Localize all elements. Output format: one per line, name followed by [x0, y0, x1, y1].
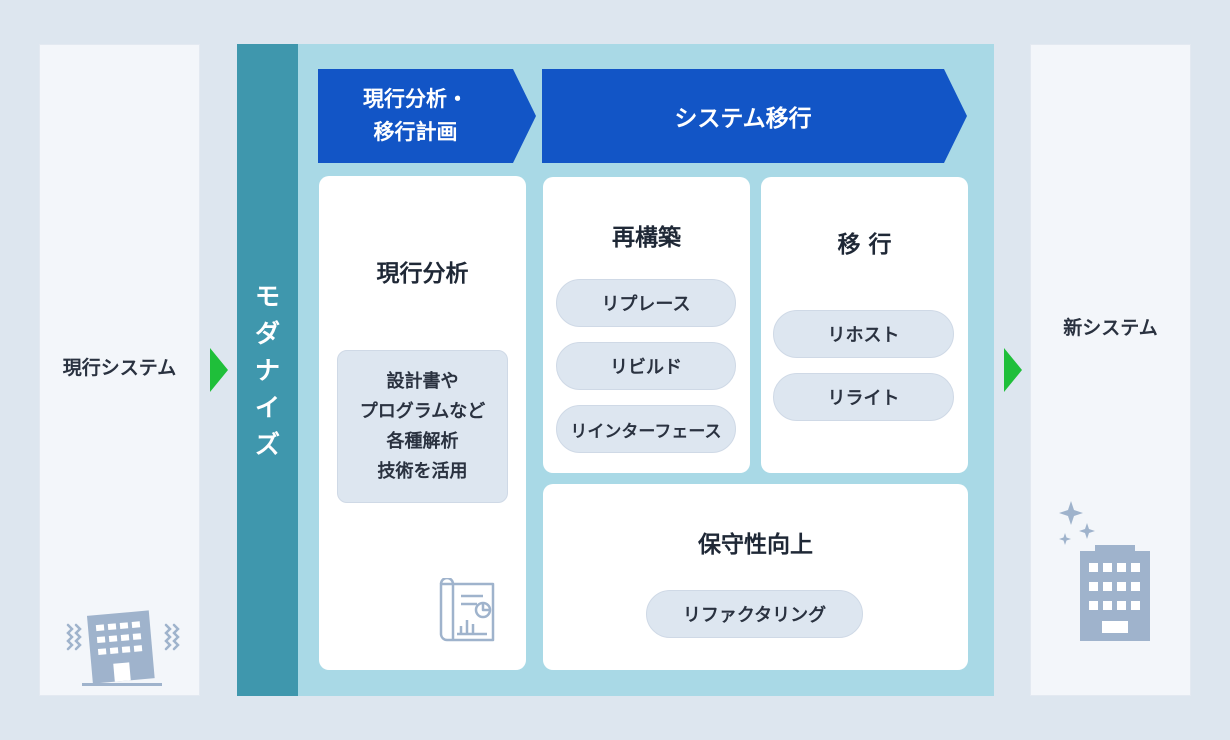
rebuild-card: 再構築 リプレース リビルド リインターフェース	[543, 177, 750, 473]
analysis-card-title: 現行分析	[376, 261, 469, 287]
phase-analysis-label: 現行分析・ 移行計画	[318, 69, 513, 163]
modernize-char: ズ	[254, 429, 280, 459]
new-system-title: 新システム	[1063, 317, 1158, 339]
modernize-bar: モダナイズ	[237, 44, 298, 696]
pill-reinterface: リインターフェース	[556, 405, 736, 453]
phase-analysis-line1: 現行分析・	[363, 87, 468, 111]
sparkling-building-icon	[1059, 501, 1150, 641]
analysis-line: 各種解析	[386, 430, 459, 452]
analysis-line: 技術を活用	[377, 460, 468, 482]
maintainability-card: 保守性向上 リファクタリング	[543, 484, 968, 670]
current-system-title: 現行システム	[62, 357, 177, 379]
new-system-panel: 新システム	[1030, 44, 1191, 696]
analysis-method-box: 設計書や プログラムなど 各種解析 技術を活用	[337, 350, 508, 503]
rebuild-card-title: 再構築	[612, 225, 681, 251]
analysis-line: プログラムなど	[359, 400, 486, 422]
modernize-label: モダナイズ	[237, 278, 298, 463]
maintainability-card-title: 保守性向上	[698, 532, 813, 558]
pill-replace: リプレース	[556, 279, 736, 327]
modernize-char: モ	[254, 281, 280, 311]
migrate-card-title: 移 行	[837, 232, 892, 258]
arrow-right-icon	[210, 348, 228, 392]
shaking-building-icon	[66, 610, 180, 686]
pill-rewrite: リライト	[773, 373, 954, 421]
analysis-line: 設計書や	[386, 370, 459, 392]
phase-migration-arrow	[542, 69, 967, 163]
modernize-char: ダ	[254, 318, 280, 348]
pill-rehost: リホスト	[773, 310, 954, 358]
current-system-panel: 現行システム	[39, 44, 200, 696]
phase-analysis-arrow	[318, 69, 536, 163]
pill-rebuild: リビルド	[556, 342, 736, 390]
arrow-right-icon	[1004, 348, 1022, 392]
migrate-card: 移 行 リホスト リライト	[761, 177, 968, 473]
phase-analysis-line2: 移行計画	[373, 120, 458, 144]
phase-migration-label: システム移行	[674, 106, 812, 132]
document-chart-icon	[439, 578, 495, 642]
modernize-char: イ	[254, 392, 280, 422]
analysis-card: 現行分析 設計書や プログラムなど 各種解析 技術を活用	[319, 176, 526, 670]
modernize-char: ナ	[254, 355, 280, 385]
pill-refactoring: リファクタリング	[646, 590, 863, 638]
